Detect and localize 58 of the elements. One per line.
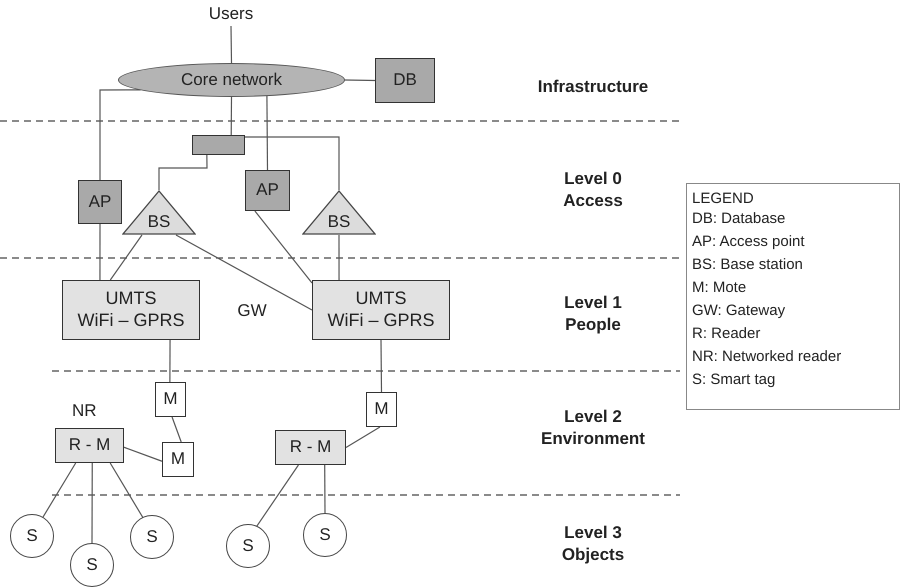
connector-line bbox=[99, 89, 141, 180]
connector-line bbox=[158, 155, 208, 190]
gateway-box: R - M bbox=[275, 430, 346, 465]
connector-line bbox=[266, 96, 268, 170]
switch-box bbox=[192, 135, 245, 155]
connector-line bbox=[380, 340, 382, 392]
legend-entry: AP: Access point bbox=[692, 233, 805, 250]
connector-line bbox=[110, 234, 142, 280]
connector-line bbox=[256, 464, 299, 527]
connector-line bbox=[230, 97, 232, 135]
legend-entry: R: Reader bbox=[692, 325, 760, 342]
connector-line bbox=[346, 426, 380, 448]
device-box: AP bbox=[78, 180, 122, 224]
connector-line bbox=[338, 235, 340, 280]
legend-entry: BS: Base station bbox=[692, 256, 803, 273]
legend-entry: NR: Networked reader bbox=[692, 348, 842, 365]
smart-tag-circle: S bbox=[303, 513, 347, 557]
smart-tag-circle: S bbox=[10, 514, 54, 558]
smart-tag-circle: S bbox=[130, 515, 174, 559]
device-box: DB bbox=[375, 58, 435, 103]
users-text: Users bbox=[202, 2, 260, 26]
base-station-triangle: BS bbox=[302, 190, 376, 235]
connector-line bbox=[245, 136, 340, 190]
connector-line bbox=[344, 79, 376, 82]
node-caption: NR bbox=[72, 400, 97, 422]
level-label: Level 3 Objects bbox=[560, 522, 626, 566]
core-network-ellipse: Core network bbox=[118, 63, 345, 97]
mote-box: M bbox=[366, 392, 397, 427]
legend-entry: DB: Database bbox=[692, 210, 786, 227]
gateway-box: UMTS WiFi – GPRS bbox=[62, 280, 200, 340]
smart-tag-circle: S bbox=[226, 524, 270, 568]
connector-line bbox=[99, 224, 101, 280]
base-station-triangle: BS bbox=[122, 190, 196, 235]
connector-line bbox=[324, 465, 326, 513]
gateway-box: UMTS WiFi – GPRS bbox=[312, 280, 450, 340]
connector-line bbox=[254, 210, 312, 284]
connector-line bbox=[42, 462, 76, 518]
legend-title: LEGEND bbox=[692, 189, 755, 208]
connector-line bbox=[110, 462, 144, 518]
connector-line bbox=[169, 340, 171, 382]
gateway-box: R - M bbox=[55, 428, 124, 463]
connector-line bbox=[91, 463, 93, 543]
level-label: Level 0 Access bbox=[562, 168, 624, 212]
smart-tag-circle: S bbox=[70, 543, 114, 587]
legend-entry: GW: Gateway bbox=[692, 302, 786, 319]
connector-line bbox=[176, 234, 312, 311]
connector-line bbox=[230, 26, 232, 63]
legend-entry: S: Smart tag bbox=[692, 371, 776, 388]
connector-line bbox=[171, 416, 182, 442]
mote-box: M bbox=[162, 442, 194, 477]
level-label: Infrastructure bbox=[536, 76, 650, 98]
device-box: AP bbox=[245, 170, 290, 211]
connector-line bbox=[124, 446, 162, 462]
text-label: GW bbox=[236, 300, 268, 322]
level-label: Level 1 People bbox=[563, 292, 623, 336]
mote-box: M bbox=[155, 382, 186, 417]
level-label: Level 2 Environment bbox=[540, 406, 646, 450]
legend-entry: M: Mote bbox=[692, 279, 746, 296]
